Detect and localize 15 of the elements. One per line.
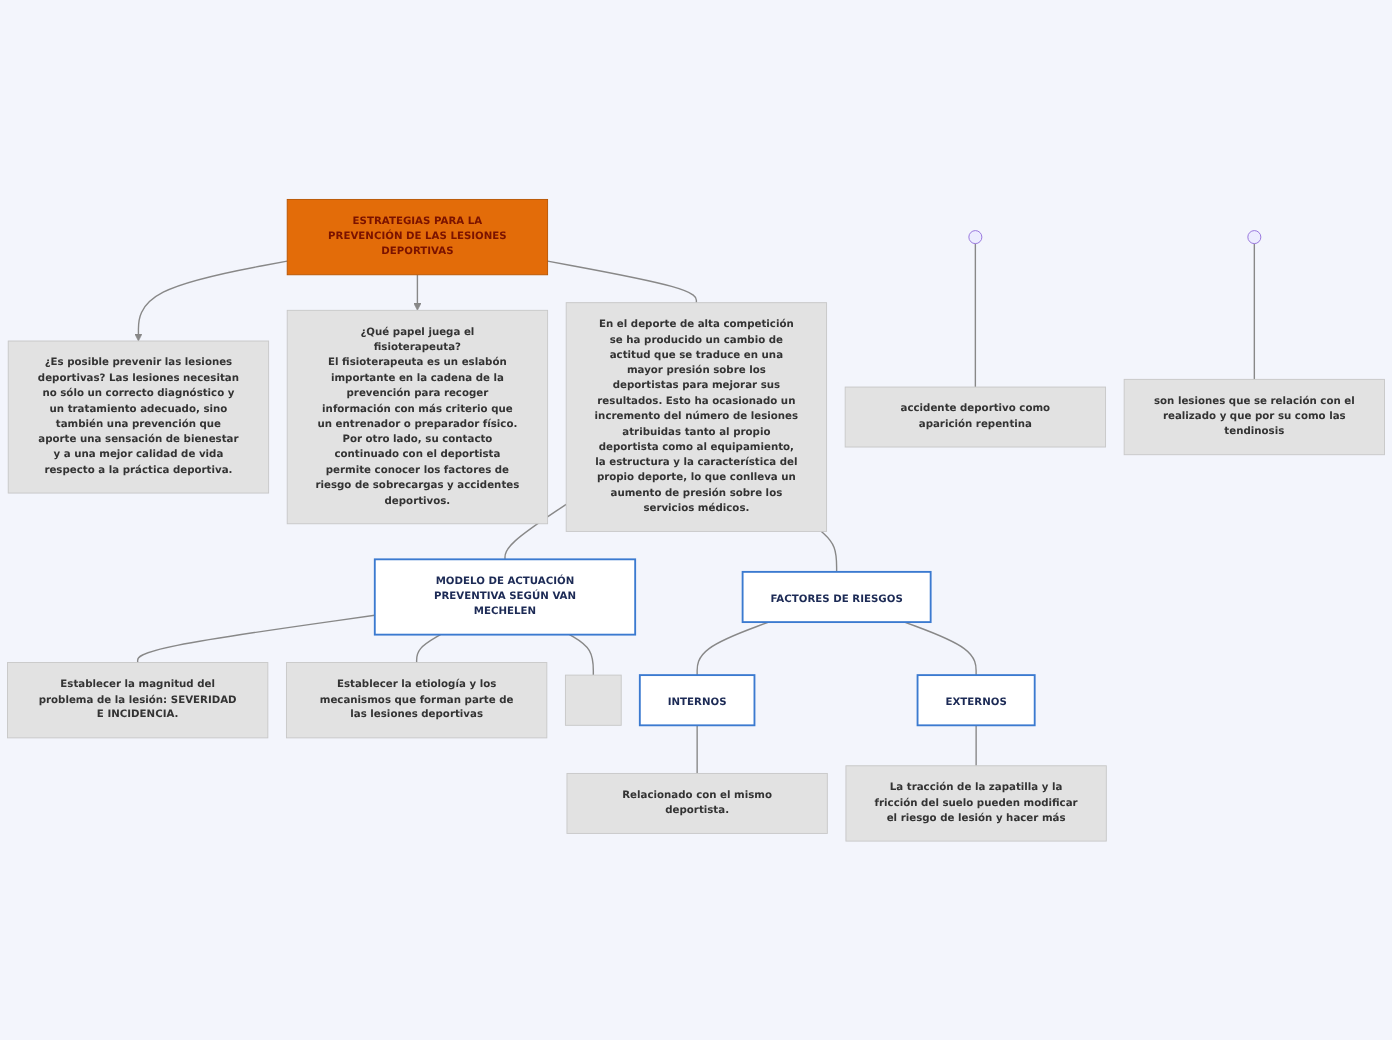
- connector: [903, 621, 977, 676]
- connector: [546, 260, 698, 304]
- node-box: [564, 674, 622, 726]
- connector: [415, 633, 442, 663]
- connector: [696, 724, 698, 774]
- connector: [696, 621, 770, 676]
- connector: [1253, 242, 1256, 380]
- connector: [504, 503, 567, 560]
- arrow: [413, 273, 422, 311]
- arrow: [134, 260, 288, 342]
- connector: [974, 242, 977, 388]
- connector: [820, 530, 838, 573]
- connector: [975, 724, 977, 767]
- connector: [568, 633, 595, 676]
- connector: [136, 614, 376, 663]
